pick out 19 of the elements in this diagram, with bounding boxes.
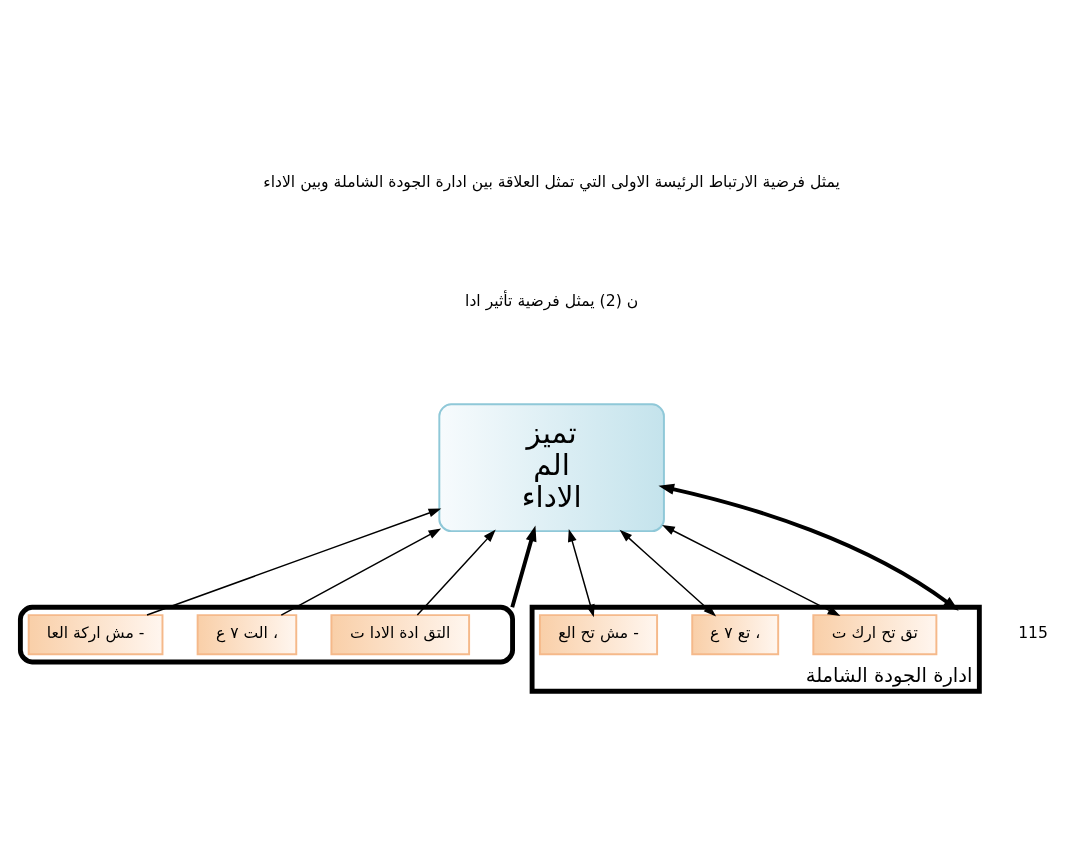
- node-box: تميز الم الاداء: [438, 403, 665, 533]
- node-box: مش تح الع -: [538, 614, 659, 656]
- arrow: [567, 529, 595, 618]
- node-box: التق ادة الادا ت: [330, 614, 471, 656]
- label: ن (2) يمثل فرضية تأثير ادا: [465, 292, 639, 311]
- cluster: [17, 604, 515, 665]
- label: 115: [1018, 624, 1048, 643]
- arrow: [658, 483, 959, 611]
- node-box: تق تح ارك ت: [812, 614, 938, 656]
- node-box: تع ٧ ع ،: [691, 614, 780, 656]
- arrow: [416, 529, 496, 616]
- node-box: مش اركة العا -: [27, 614, 164, 656]
- arrow: [619, 529, 717, 617]
- arrow: [280, 528, 442, 616]
- label: يمثل فرضية الارتباط الرئيسة الاولى التي تمثل العلاقة بين ادارة الجودة الشاملة وبين الاداء: [263, 173, 840, 192]
- node-box: الت ٧ ع ،: [196, 614, 298, 656]
- arrow: [510, 525, 537, 608]
- arrow: [662, 525, 841, 617]
- arrow: [146, 508, 442, 616]
